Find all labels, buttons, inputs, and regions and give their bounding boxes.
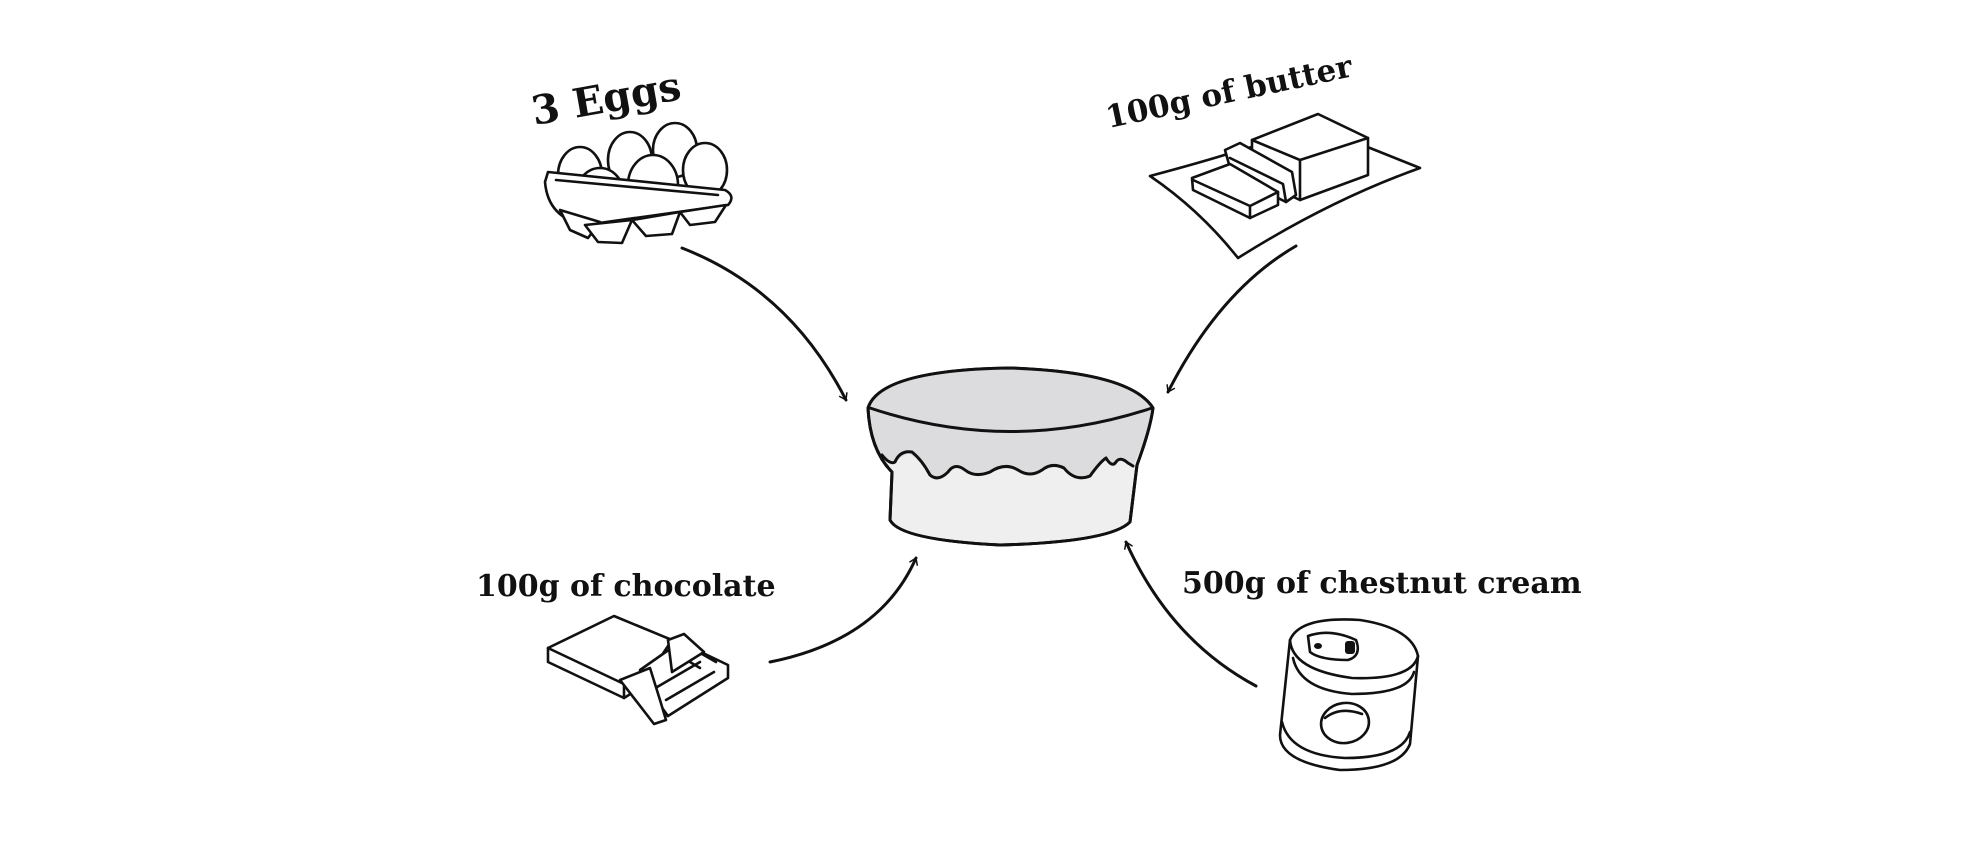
arrow-butter-to-cake — [1166, 244, 1298, 394]
arrow-chocolate-to-cake — [768, 556, 918, 664]
can-pull-tab — [1306, 631, 1360, 662]
chocolate-bar-icon — [546, 614, 730, 726]
ingredient-label-chestnut: 500g of chestnut cream — [1182, 566, 1582, 601]
ingredient-label-chocolate: 100g of chocolate — [476, 569, 776, 604]
arrow-eggs-to-cake — [680, 246, 848, 402]
chocolate-frosting — [870, 368, 1152, 478]
arrows — [680, 244, 1298, 688]
frosting-drip — [880, 450, 1135, 480]
chestnut-cream-can-icon — [1278, 618, 1420, 772]
egg-carton-icon — [543, 121, 733, 245]
butter-icon — [1148, 112, 1422, 260]
cake-top-edge — [868, 406, 1154, 433]
cake-icon — [866, 366, 1155, 547]
arrow-chestnut-to-cake — [1124, 540, 1258, 688]
